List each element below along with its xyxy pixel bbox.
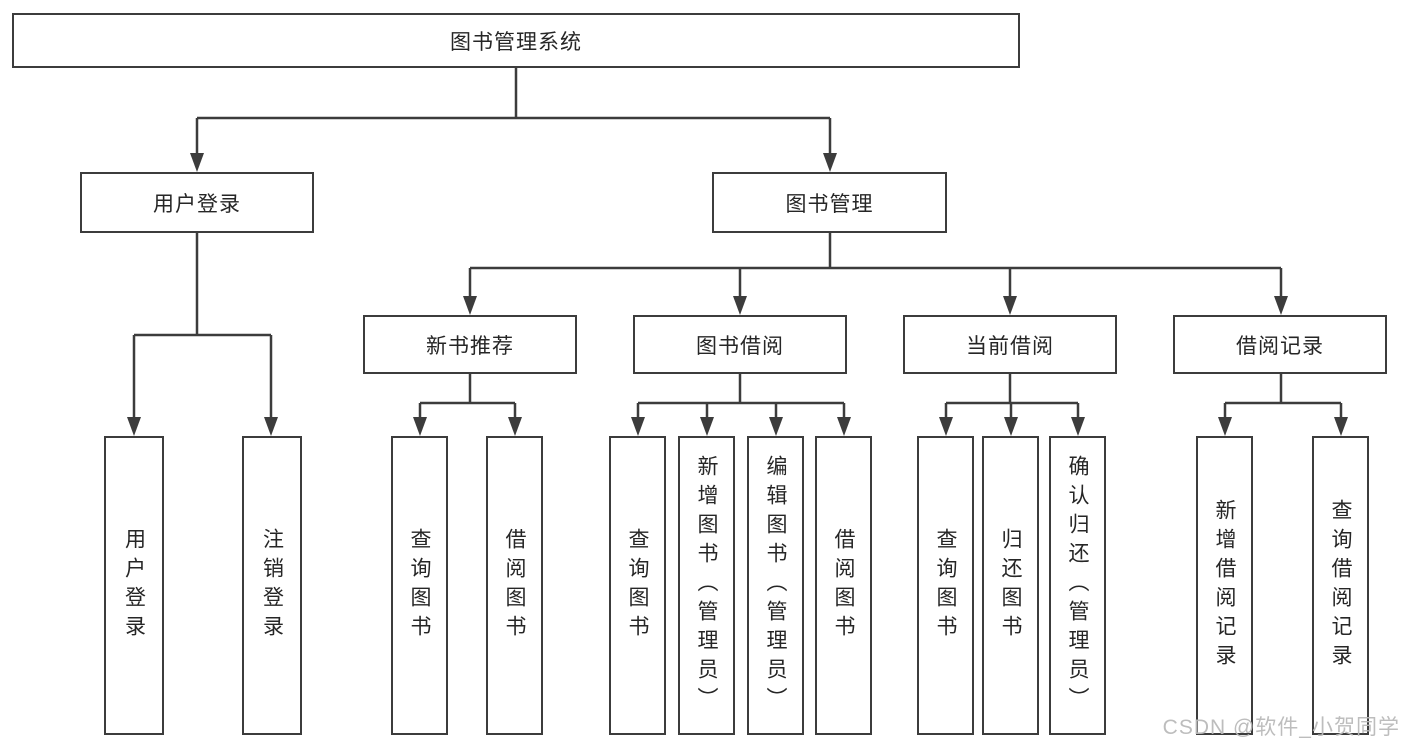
leaf-confirm-return-admin: 确认归还（管理员） — [1049, 436, 1106, 735]
node-library-management-system: 图书管理系统 — [12, 13, 1020, 68]
leaf-user-login: 用户登录 — [104, 436, 164, 735]
arrow-to-leaf-edit-book — [769, 417, 783, 436]
leaf-query-books-3: 查询图书 — [917, 436, 974, 735]
leaf-query-books-2-label: 查询图书 — [626, 527, 649, 644]
arrow-to-current-borrow — [1003, 296, 1017, 315]
arrow-to-leaf-add-book — [700, 417, 714, 436]
arrow-to-leaf-user-login — [127, 417, 141, 436]
edge-book-borrow-bracket — [636, 374, 846, 419]
arrow-to-leaf-query-books-1 — [413, 417, 427, 436]
edge-book-mgmt-bracket — [468, 233, 1283, 298]
node-new-book-recommend: 新书推荐 — [363, 315, 577, 374]
leaf-user-login-label: 用户登录 — [122, 527, 146, 644]
arrow-to-leaf-borrow-books-1 — [508, 417, 522, 436]
leaf-logout: 注销登录 — [242, 436, 302, 735]
leaf-query-books-2: 查询图书 — [609, 436, 666, 735]
leaf-query-books-1-label: 查询图书 — [408, 527, 431, 644]
leaf-return-book-label: 归还图书 — [999, 527, 1022, 644]
edge-user-login-bracket — [132, 233, 273, 419]
edge-current-borrow-bracket — [944, 374, 1080, 419]
edge-new-book-bracket — [418, 374, 517, 419]
arrow-to-leaf-query-books-3 — [939, 417, 953, 436]
leaf-query-books-1: 查询图书 — [391, 436, 448, 735]
arrow-to-leaf-add-record — [1218, 417, 1232, 436]
watermark: CSDN @软件_小贺同学 — [1162, 716, 1400, 739]
arrow-to-leaf-return-book — [1004, 417, 1018, 436]
node-book-borrow: 图书借阅 — [633, 315, 847, 374]
leaf-add-book-admin-label: 新增图书（管理员） — [695, 455, 718, 716]
leaf-borrow-books-1: 借阅图书 — [486, 436, 543, 735]
node-user-login: 用户登录 — [80, 172, 314, 233]
leaf-query-books-3-label: 查询图书 — [934, 527, 957, 644]
arrow-to-leaf-query-books-2 — [631, 417, 645, 436]
leaf-borrow-books-1-label: 借阅图书 — [503, 527, 526, 644]
leaf-add-borrow-record-label: 新增借阅记录 — [1213, 498, 1236, 673]
node-current-borrow: 当前借阅 — [903, 315, 1117, 374]
arrow-to-leaf-confirm-return — [1071, 417, 1085, 436]
arrow-to-book-borrow — [733, 296, 747, 315]
leaf-logout-label: 注销登录 — [260, 527, 284, 644]
leaf-edit-book-admin: 编辑图书（管理员） — [747, 436, 804, 735]
node-borrow-records: 借阅记录 — [1173, 315, 1387, 374]
leaf-borrow-books-2: 借阅图书 — [815, 436, 872, 735]
leaf-borrow-books-2-label: 借阅图书 — [832, 527, 855, 644]
arrow-to-user-login — [190, 153, 204, 172]
leaf-confirm-return-admin-label: 确认归还（管理员） — [1066, 455, 1089, 716]
leaf-add-book-admin: 新增图书（管理员） — [678, 436, 735, 735]
arrow-to-new-book-recommend — [463, 296, 477, 315]
arrow-to-leaf-logout — [264, 417, 278, 436]
arrow-to-leaf-query-record — [1334, 417, 1348, 436]
leaf-query-borrow-record-label: 查询借阅记录 — [1329, 498, 1352, 673]
leaf-edit-book-admin-label: 编辑图书（管理员） — [764, 455, 787, 716]
leaf-add-borrow-record: 新增借阅记录 — [1196, 436, 1253, 735]
arrow-to-leaf-borrow-books-2 — [837, 417, 851, 436]
arrow-to-borrow-records — [1274, 296, 1288, 315]
node-book-management: 图书管理 — [712, 172, 947, 233]
edge-borrow-records-bracket — [1223, 374, 1343, 419]
leaf-query-borrow-record: 查询借阅记录 — [1312, 436, 1369, 735]
edge-root-bracket — [195, 68, 832, 154]
leaf-return-book: 归还图书 — [982, 436, 1039, 735]
arrow-to-book-management — [823, 153, 837, 172]
